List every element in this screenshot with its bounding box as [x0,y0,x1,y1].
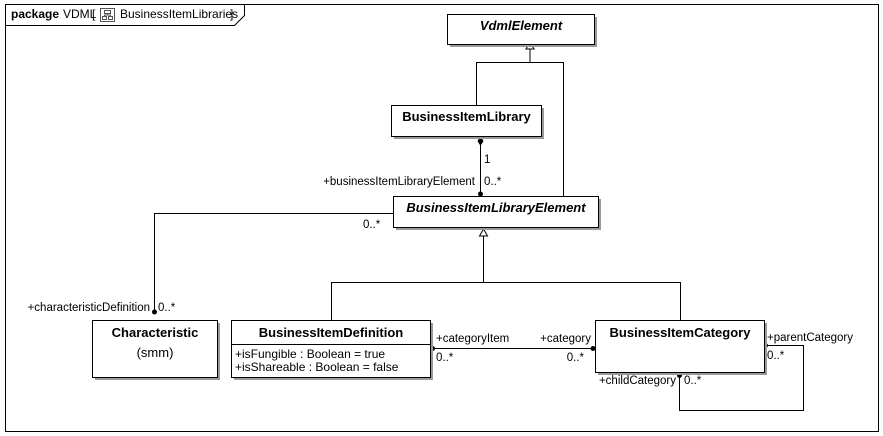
ownership-dot-library-element [478,191,483,197]
class-name-vdml-element: VdmlElement [480,18,563,33]
association-line-category-hierarchy [679,345,804,411]
role-characteristic-definition: +characteristicDefinition [28,302,150,314]
role-child-category: +childCategory [599,375,676,387]
ownership-dot-category [590,346,596,351]
class-subtitle-characteristic: (smm) [137,345,174,360]
class-name-characteristic: Characteristic [112,325,199,340]
multiplicity-characteristic-definition: 0..* [158,302,176,314]
generalization-line-library-element [331,236,681,321]
frame-tab [5,4,245,26]
attribute-is-shareable: +isShareable : Boolean = false [235,360,399,374]
multiplicity-characteristic-source: 0..* [363,219,381,231]
class-diagram-icon [100,8,115,22]
generalization-line-vdml [476,62,564,197]
role-business-item-library-element: +businessItemLibraryElement [323,176,476,188]
ownership-dot-characteristic [152,309,157,315]
multiplicity-category-item: 0..* [436,352,454,364]
class-business-item-definition[interactable]: BusinessItemDefinition +isFungible : Boo… [231,320,434,381]
class-name-business-item-category: BusinessItemCategory [610,325,752,340]
class-name-business-item-definition: BusinessItemDefinition [259,325,404,340]
multiplicity-library-element: 0..* [484,176,502,188]
frame-package-name: VDML [63,7,97,21]
generalization-arrowhead-library-element [478,227,489,237]
class-characteristic[interactable]: Characteristic (smm) [92,320,221,381]
class-business-item-category[interactable]: BusinessItemCategory [595,320,768,376]
multiplicity-child-category: 0..* [684,375,702,387]
frame-diagram-name: BusinessItemLibraries [120,7,238,21]
frame-close-bracket: ] [230,7,233,21]
class-name-business-item-library-element: BusinessItemLibraryElement [406,200,586,215]
class-name-business-item-library: BusinessItemLibrary [402,109,531,124]
class-business-item-library[interactable]: BusinessItemLibrary [391,105,545,140]
role-category: +category [540,333,591,345]
multiplicity-category: 0..* [567,352,585,364]
attribute-is-fungible: +isFungible : Boolean = true [235,347,385,361]
role-category-item: +categoryItem [436,333,509,345]
multiplicity-library-whole: 1 [484,154,490,166]
frame-keyword: package [11,7,59,21]
class-vdml-element[interactable]: VdmlElement [447,14,598,48]
multiplicity-parent-category: 0..* [767,350,785,362]
class-business-item-library-element[interactable]: BusinessItemLibraryElement [393,196,602,231]
role-parent-category: +parentCategory [767,332,853,344]
frame-open-bracket: [ [92,7,96,21]
association-line-characteristic [154,213,393,310]
package-frame [5,4,879,432]
